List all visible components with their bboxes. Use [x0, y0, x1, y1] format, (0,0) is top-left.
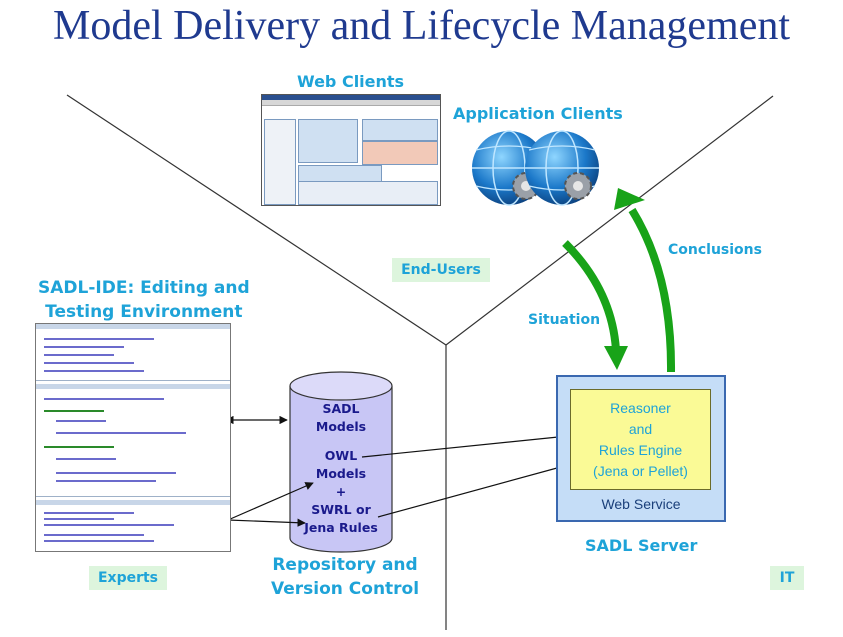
- zone-end-users: End-Users: [392, 258, 490, 282]
- reasoner-line3: Rules Engine: [598, 442, 683, 458]
- owl-models-line3: +: [335, 484, 347, 499]
- ide-to-owl-arrow: [227, 482, 314, 521]
- owl-to-reasoner-arrow: [361, 432, 569, 458]
- owl-models-line2: Models: [315, 466, 367, 481]
- sadl-ide-label-line2: Testing Environment: [45, 302, 243, 322]
- owl-models-line5: Jena Rules: [304, 520, 378, 535]
- sadl-models-label: SADL Models: [296, 400, 386, 436]
- repository-label-line2: Version Control: [271, 579, 420, 599]
- repository-label-line1: Repository and: [272, 555, 418, 575]
- reasoner-line4: (Jena or Pellet): [593, 463, 688, 479]
- reasoner-box: Reasoner and Rules Engine (Jena or Pelle…: [570, 389, 711, 490]
- sadl-ide-label-line1: SADL-IDE: Editing and: [38, 278, 250, 298]
- page-title: Model Delivery and Lifecycle Management: [52, 3, 791, 49]
- conclusions-label: Conclusions: [668, 242, 762, 258]
- conclusions-arrow: [614, 188, 676, 373]
- web-app-screenshot: [261, 94, 441, 206]
- owl-models-line1: OWL: [324, 448, 358, 463]
- rules-to-reasoner-arrow: [377, 462, 569, 518]
- situation-label: Situation: [528, 312, 601, 328]
- sadl-ide-label: SADL-IDE: Editing and Testing Environmen…: [38, 276, 250, 324]
- zone-it: IT: [770, 566, 804, 590]
- repository-label: Repository and Version Control: [271, 553, 419, 601]
- divider-right: [445, 95, 774, 346]
- web-clients-label: Web Clients: [297, 72, 405, 91]
- sadl-models-line1: SADL: [322, 401, 360, 416]
- ide-screenshot: [35, 323, 231, 552]
- application-clients-label: Application Clients: [453, 104, 623, 123]
- repository-cylinder: [289, 371, 393, 553]
- owl-models-line4: SWRL or: [311, 502, 371, 517]
- reasoner-line1: Reasoner: [610, 400, 671, 416]
- situation-arrow: [562, 240, 628, 370]
- globe-with-gear-icon: [525, 130, 599, 206]
- divider-left: [66, 94, 447, 346]
- zone-experts: Experts: [89, 566, 167, 590]
- ide-to-rules-arrow: [227, 518, 306, 527]
- reasoner-line2: and: [628, 421, 653, 437]
- web-service-label: Web Service: [601, 496, 681, 512]
- owl-models-label: OWL Models + SWRL or Jena Rules: [296, 447, 386, 537]
- sadl-server-label: SADL Server: [585, 536, 698, 555]
- sadl-models-line2: Models: [315, 419, 367, 434]
